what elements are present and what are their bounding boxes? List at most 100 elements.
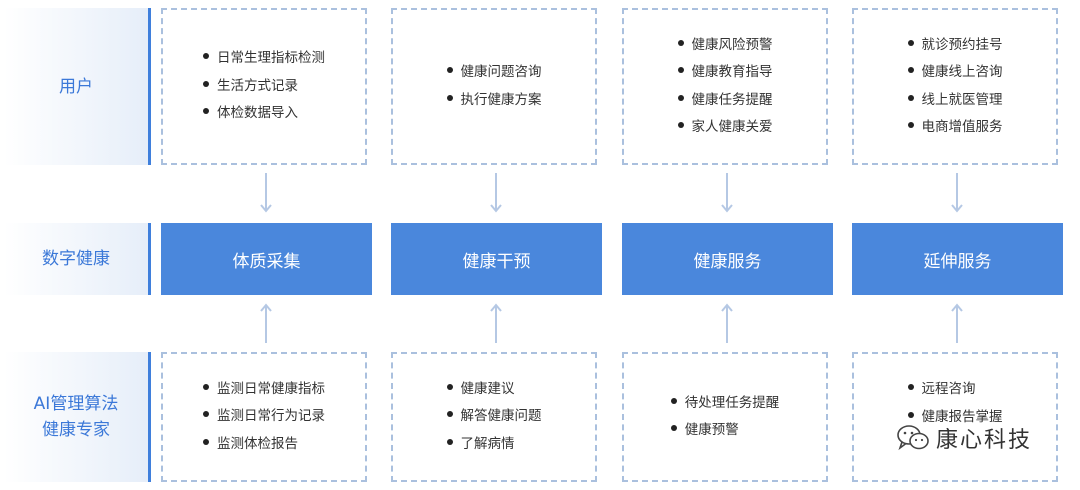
- list-item-text: 健康风险预警: [691, 36, 773, 53]
- arrow-up-icon: [260, 303, 272, 343]
- service-block-health-intervention: 健康干预: [391, 223, 602, 295]
- service-block-label: 体质采集: [232, 251, 301, 272]
- list-item: 健康线上咨询: [907, 59, 1003, 87]
- bullet-icon: [203, 108, 209, 115]
- list-item: 线上就医管理: [907, 87, 1003, 115]
- list-item: 了解病情: [446, 431, 542, 459]
- list-item: 解答健康问题: [446, 403, 542, 431]
- arrow-up-icon: [951, 303, 963, 343]
- list-item-text: 就诊预约挂号: [921, 36, 1003, 53]
- bullet-icon: [446, 411, 453, 418]
- bullet-icon: [446, 438, 453, 445]
- bullet-icon: [907, 94, 914, 101]
- list-item-text: 电商增值服务: [921, 119, 1003, 135]
- watermark: 康心科技: [896, 422, 1032, 454]
- list-item: 家人健康关爱: [677, 114, 773, 142]
- bullet-icon: [203, 383, 209, 390]
- watermark-text: 康心科技: [936, 428, 1033, 453]
- list-item-text: 家人健康关爱: [691, 119, 773, 135]
- list-item: 待处理任务提醒: [670, 390, 780, 418]
- list-item-text: 监测日常健康指标: [217, 380, 325, 397]
- list-item: 电商增值服务: [907, 114, 1003, 142]
- list-item-text: 健康线上咨询: [921, 64, 1003, 80]
- bullet-icon: [907, 122, 914, 128]
- arrow-down-icon: [490, 173, 502, 213]
- list-item: 远程咨询: [907, 376, 1003, 404]
- list-item: 健康报告掌握: [907, 404, 1003, 432]
- row-label-ai-expert: AI管理算法 健康专家: [4, 352, 151, 482]
- service-block-label: 健康服务: [693, 251, 762, 272]
- list-item: 日常生理指标检测: [203, 45, 325, 73]
- list-item: 生活方式记录: [203, 73, 325, 101]
- list-item: 健康建议: [446, 376, 542, 404]
- row-label-ai-line1: AI管理算法: [33, 394, 119, 414]
- bullet-icon: [907, 67, 914, 73]
- bullet-icon: [670, 425, 677, 431]
- list-item: 健康风险预警: [677, 32, 773, 60]
- list-item-text: 线上就医管理: [921, 91, 1003, 108]
- bullet-icon: [907, 411, 914, 418]
- bullet-icon: [907, 39, 914, 46]
- bullet-icon: [677, 39, 684, 46]
- service-block-constitution-collection: 体质采集: [161, 223, 372, 295]
- list-item: 就诊预约挂号: [907, 32, 1003, 60]
- list-item: 健康任务提醒: [677, 87, 773, 115]
- row-label-digital-health-text: 数字健康: [42, 249, 110, 269]
- list-item: 监测日常行为记录: [203, 403, 325, 431]
- list-item: 监测体检报告: [203, 431, 325, 459]
- row-label-ai-line2: 健康专家: [42, 420, 110, 440]
- ai-box-1: 监测日常健康指标 监测日常行为记录 监测体检报告: [161, 352, 367, 482]
- ai-box-2: 健康建议 解答健康问题 了解病情: [391, 352, 597, 482]
- list-item-text: 执行健康方案: [460, 91, 542, 108]
- list-item-text: 健康预警: [684, 422, 739, 438]
- bullet-icon: [203, 53, 209, 60]
- list-item-text: 体检数据导入: [217, 105, 298, 122]
- bullet-icon: [677, 122, 684, 128]
- user-box-4: 就诊预约挂号 健康线上咨询 线上就医管理 电商增值服务: [852, 8, 1058, 165]
- arrow-down-icon: [721, 173, 733, 213]
- list-item-text: 健康教育指导: [691, 64, 773, 80]
- bullet-icon: [203, 80, 209, 87]
- list-item-text: 解答健康问题: [460, 408, 542, 425]
- user-box-3: 健康风险预警 健康教育指导 健康任务提醒 家人健康关爱: [622, 8, 828, 165]
- user-box-1: 日常生理指标检测 生活方式记录 体检数据导入: [161, 8, 367, 165]
- ai-box-3: 待处理任务提醒 健康预警: [622, 352, 828, 482]
- service-block-extended-service: 延伸服务: [852, 223, 1063, 295]
- service-block-label: 延伸服务: [923, 251, 992, 272]
- ai-box-4: 远程咨询 健康报告掌握: [852, 352, 1058, 482]
- arrow-up-icon: [721, 303, 733, 343]
- list-item: 健康教育指导: [677, 59, 773, 87]
- list-item-text: 远程咨询: [921, 381, 976, 397]
- list-item-text: 日常生理指标检测: [217, 50, 325, 67]
- list-item: 健康预警: [670, 417, 780, 445]
- list-item: 监测日常健康指标: [203, 376, 325, 404]
- bullet-icon: [446, 383, 453, 390]
- list-item: 执行健康方案: [446, 87, 542, 115]
- bullet-icon: [670, 397, 677, 404]
- arrow-down-icon: [951, 173, 963, 213]
- bullet-icon: [203, 438, 209, 445]
- arrow-down-icon: [260, 173, 272, 213]
- bullet-icon: [677, 94, 684, 101]
- list-item-text: 健康问题咨询: [460, 64, 542, 80]
- wechat-icon: [897, 425, 929, 451]
- bullet-icon: [907, 384, 914, 390]
- list-item-text: 监测日常行为记录: [217, 408, 325, 425]
- list-item: 体检数据导入: [203, 100, 325, 128]
- service-block-label: 健康干预: [462, 251, 531, 272]
- list-item-text: 健康任务提醒: [691, 91, 773, 108]
- list-item-text: 健康报告掌握: [921, 408, 1003, 425]
- list-item-text: 监测体检报告: [217, 435, 298, 452]
- list-item: 健康问题咨询: [446, 59, 542, 87]
- list-item-text: 健康建议: [460, 380, 515, 397]
- list-item-text: 待处理任务提醒: [684, 394, 780, 411]
- bullet-icon: [446, 67, 453, 73]
- list-item-text: 了解病情: [460, 435, 515, 452]
- list-item-text: 生活方式记录: [217, 77, 298, 94]
- user-box-2: 健康问题咨询 执行健康方案: [391, 8, 597, 165]
- row-label-digital-health: 数字健康: [4, 223, 151, 295]
- row-label-user-text: 用户: [59, 76, 93, 97]
- arrow-up-icon: [490, 303, 502, 343]
- bullet-icon: [677, 67, 684, 73]
- service-block-health-service: 健康服务: [622, 223, 833, 295]
